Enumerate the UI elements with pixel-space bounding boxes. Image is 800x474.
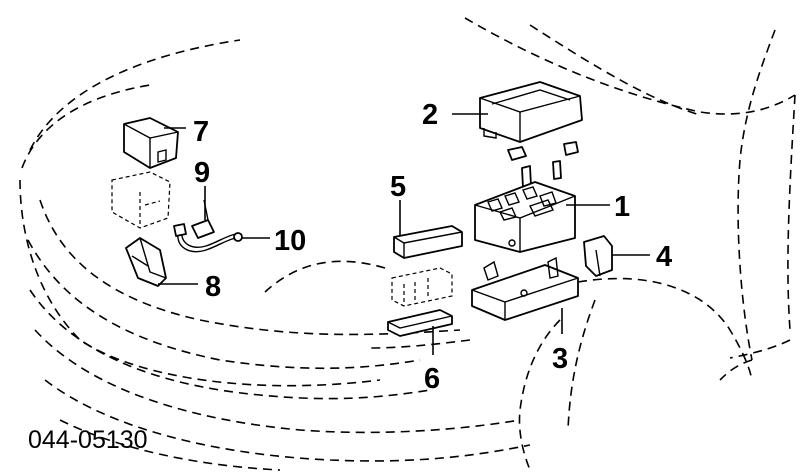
callout-4: 4 — [656, 241, 672, 273]
relay-ghost-outline — [111, 171, 171, 229]
callout-3: 3 — [552, 343, 568, 375]
leader-lines — [158, 113, 650, 355]
callout-8: 8 — [205, 271, 221, 303]
relay-box — [123, 117, 179, 169]
callout-1: 1 — [614, 191, 630, 223]
lower-case — [471, 256, 579, 321]
relays — [507, 141, 579, 189]
diagram-code: 044-05130 — [28, 426, 148, 454]
fuse-box-main — [474, 181, 576, 253]
callout-10: 10 — [274, 225, 306, 257]
sensor-part — [191, 199, 215, 239]
fuse-box-cover — [479, 81, 583, 143]
wire-harness — [173, 223, 243, 253]
callout-5: 5 — [390, 171, 406, 203]
callout-6: 6 — [424, 363, 440, 395]
fuse-ghost-outline — [391, 267, 453, 307]
mounting-bracket — [125, 237, 167, 287]
cover-piece — [393, 225, 463, 259]
base-strip — [387, 309, 453, 337]
bracket-part — [583, 235, 613, 277]
callout-7: 7 — [193, 116, 209, 148]
callout-2: 2 — [422, 99, 438, 131]
callout-9: 9 — [194, 157, 210, 189]
vehicle-body-outline — [19, 17, 796, 471]
